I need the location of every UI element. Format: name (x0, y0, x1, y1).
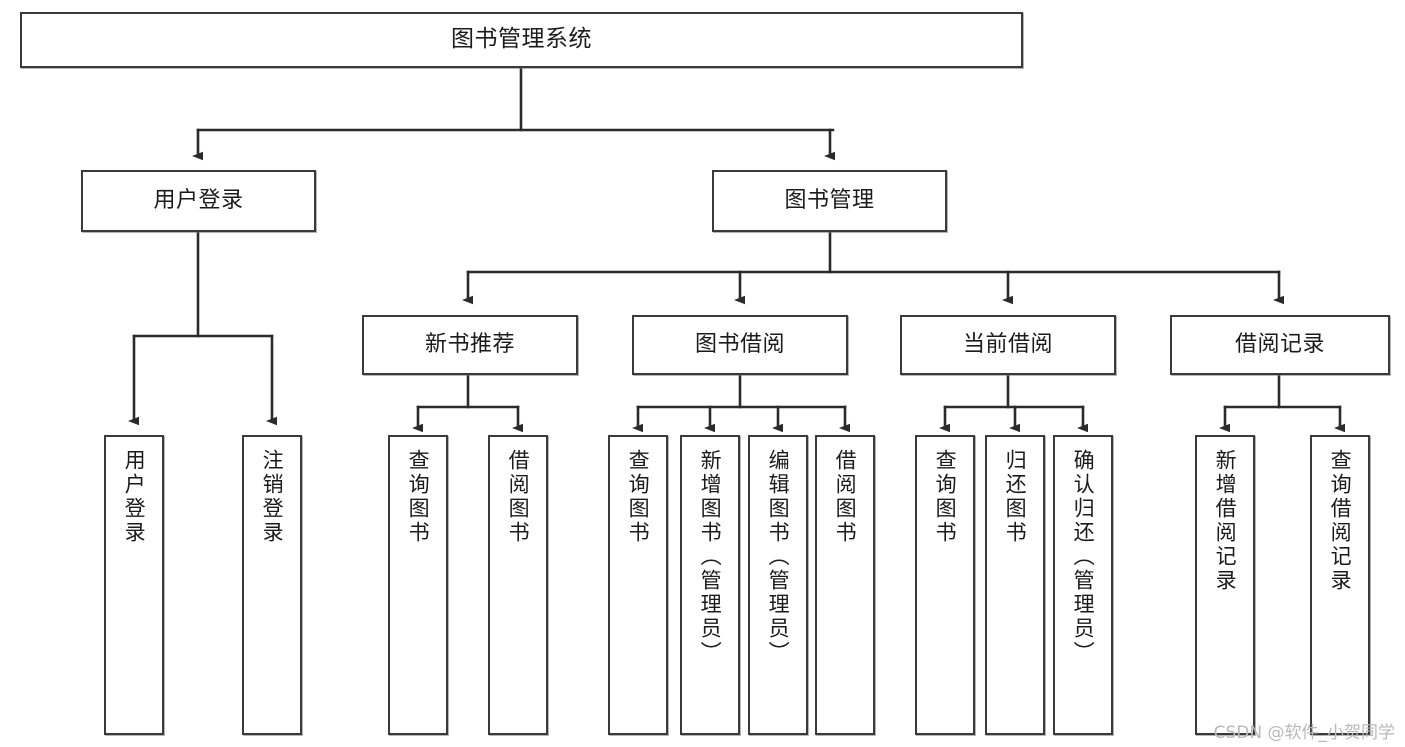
node-label: 图书管理 (784, 187, 875, 213)
node-label: 新书推荐 (424, 331, 515, 357)
node-label: 新增借阅记录 (1213, 449, 1238, 593)
node-current-borrow[interactable]: 当前借阅 (900, 315, 1116, 375)
node-leaf-borrow-book-1[interactable]: 借阅图书 (488, 435, 548, 735)
node-leaf-edit-book[interactable]: 编辑图书（管理员） (748, 435, 808, 735)
node-leaf-user-login[interactable]: 用户登录 (104, 435, 164, 735)
node-leaf-add-record[interactable]: 新增借阅记录 (1195, 435, 1255, 735)
node-new-book-recommend[interactable]: 新书推荐 (362, 315, 578, 375)
node-leaf-add-book[interactable]: 新增图书（管理员） (680, 435, 740, 735)
node-label: 归还图书 (1003, 449, 1028, 545)
node-label: 注销登录 (260, 449, 285, 545)
node-label: 新增图书（管理员） (698, 449, 723, 665)
node-root-system[interactable]: 图书管理系统 (20, 12, 1023, 68)
node-leaf-query-book-1[interactable]: 查询图书 (388, 435, 448, 735)
node-leaf-return-book[interactable]: 归还图书 (985, 435, 1045, 735)
node-leaf-query-book-3[interactable]: 查询图书 (915, 435, 975, 735)
node-label: 用户登录 (153, 187, 244, 213)
node-leaf-logout[interactable]: 注销登录 (242, 435, 302, 735)
node-label: 查询图书 (406, 449, 431, 545)
node-label: 确认归还（管理员） (1071, 449, 1096, 665)
node-label: 当前借阅 (962, 331, 1053, 357)
watermark: CSDN @软件_小贺同学 (1213, 723, 1395, 743)
node-borrow-record[interactable]: 借阅记录 (1170, 315, 1390, 375)
node-label: 图书借阅 (694, 331, 785, 357)
node-book-borrow[interactable]: 图书借阅 (632, 315, 848, 375)
node-leaf-borrow-book-2[interactable]: 借阅图书 (815, 435, 875, 735)
node-leaf-query-book-2[interactable]: 查询图书 (608, 435, 668, 735)
node-label: 借阅记录 (1234, 331, 1325, 357)
node-label: 用户登录 (122, 449, 147, 545)
node-label: 查询借阅记录 (1328, 449, 1353, 593)
node-user-login[interactable]: 用户登录 (81, 170, 316, 232)
node-label: 查询图书 (933, 449, 958, 545)
node-label: 编辑图书（管理员） (766, 449, 791, 665)
node-book-manage[interactable]: 图书管理 (712, 170, 947, 232)
node-leaf-confirm-return[interactable]: 确认归还（管理员） (1053, 435, 1113, 735)
node-label: 借阅图书 (506, 449, 531, 545)
node-label: 图书管理系统 (451, 26, 592, 53)
node-label: 借阅图书 (833, 449, 858, 545)
node-label: 查询图书 (626, 449, 651, 545)
node-leaf-query-record[interactable]: 查询借阅记录 (1310, 435, 1370, 735)
